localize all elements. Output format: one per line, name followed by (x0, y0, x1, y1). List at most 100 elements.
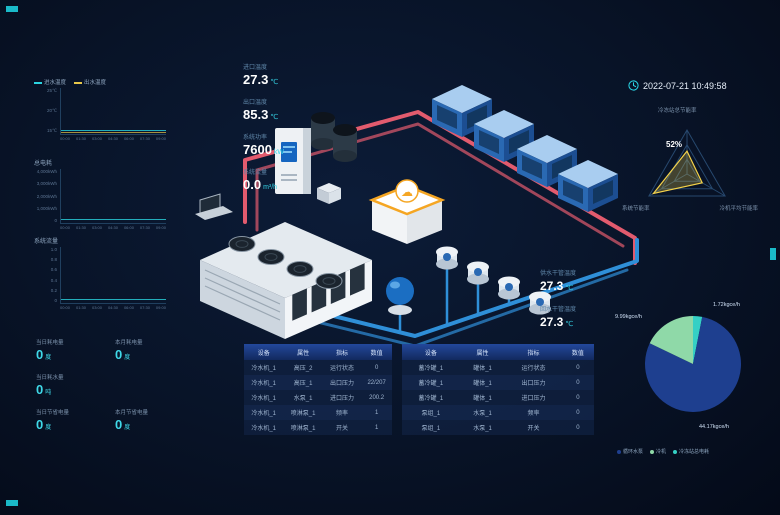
column-header: 属性 (283, 344, 323, 360)
metric-outlet-temperature: 出口温度 85.3℃ (243, 100, 279, 122)
pie-label-chiller: 9.99kgce/h (615, 314, 642, 320)
legend-label: 进水温度 (44, 80, 67, 86)
chart-title: 总电耗 (34, 161, 53, 167)
chilled-water-pipe (291, 238, 639, 338)
radar-axis-label-top: 冷冻站总节能率 (658, 108, 697, 114)
metric-supply-duct-temperature: 供水干管温度 27.3℃ (540, 271, 577, 293)
tick-label: 1,000kWh (36, 205, 57, 211)
energy-saving-radar: 冷冻站总节能率 52% 冷机平均节能率 系统节能率 (622, 106, 758, 246)
stat-spacer (115, 373, 186, 396)
corner-marker-bottom-left (6, 500, 18, 506)
tick-label: 0 (54, 218, 57, 223)
timestamp: 2022-07-21 10:49:58 (628, 80, 727, 91)
energy-consumption-pie: 9.99kgce/h 1.72kgce/h 44.17kgce/h 循环水泵冷机… (615, 296, 773, 464)
cloud-gateway-cube[interactable]: ☁ (368, 179, 446, 244)
equipment-box[interactable] (317, 183, 341, 204)
legend-dot (650, 449, 655, 454)
legend-dot (673, 449, 678, 454)
laptop-icon[interactable] (195, 193, 233, 220)
tick-label: 20℃ (46, 108, 57, 113)
tick-label: 09:00 (155, 305, 166, 310)
pump-unit-3[interactable] (498, 276, 520, 300)
pie-slice (693, 316, 703, 364)
tick-label: 06:00 (123, 305, 134, 310)
plot-area (60, 247, 166, 304)
radar-value-polygon (651, 149, 704, 195)
tower-vent-bays (292, 263, 365, 321)
tick-label: 00:00 (60, 136, 71, 141)
legend-dot (617, 449, 621, 454)
tick-label: 04:30 (107, 136, 118, 141)
heat-exchanger-units[interactable] (311, 112, 357, 162)
clock-icon (628, 80, 639, 91)
tick-label: 0.4 (50, 277, 57, 283)
cooling-tower[interactable] (200, 222, 372, 339)
tick-label: 09:00 (155, 136, 166, 141)
tick-label: 01:30 (75, 225, 86, 230)
plant-isometric-scene: ☁ (195, 85, 639, 348)
pie-legend-item: 循环水泵 (617, 448, 643, 455)
pie-chart-svg (645, 316, 742, 412)
tick-label: 01:30 (75, 305, 86, 310)
chart-legend: 进水温度 出水温度 (34, 78, 166, 86)
column-header: 属性 (459, 344, 506, 360)
tick-label: 07:30 (139, 136, 150, 141)
timestamp-text: 2022-07-21 10:49:58 (643, 80, 727, 91)
pie-label-total: 1.72kgce/h (713, 302, 740, 308)
pie-legend-item: 冷冻站总电耗 (673, 448, 709, 455)
tick-label: 09:00 (155, 225, 166, 230)
pump-unit-1[interactable] (436, 246, 458, 270)
corner-marker-right (770, 248, 776, 260)
column-header: 指标 (505, 344, 562, 360)
plot-area (60, 169, 166, 224)
tick-label: 0.6 (50, 267, 57, 273)
tick-label: 0.2 (50, 287, 57, 293)
pie-slice (645, 316, 742, 412)
pie-legend-item: 冷机 (650, 448, 666, 455)
legend-swatch-outlet (74, 81, 83, 84)
column-header: 数值 (361, 344, 392, 360)
control-cabinet[interactable] (275, 128, 311, 194)
pie-legend: 循环水泵冷机冷冻站总电耗 (617, 448, 709, 455)
radar-axis-label-left: 系统节能率 (622, 206, 650, 212)
pie-slice (649, 316, 693, 364)
tick-label: 3,000kWh (36, 181, 57, 187)
tick-label: 01:30 (75, 136, 86, 141)
column-header: 数值 (561, 344, 594, 360)
legend-label: 出水温度 (84, 80, 107, 86)
tick-label: 06:00 (123, 136, 134, 141)
tick-label: 4,000kWh (36, 169, 57, 174)
tick-label: 03:00 (91, 225, 102, 230)
column-header: 指标 (322, 344, 362, 360)
tower-fans (228, 236, 343, 289)
tower-slats (204, 269, 281, 321)
corner-marker-top-left (6, 6, 18, 12)
column-header: 设备 (244, 344, 284, 360)
tick-label: 15℃ (46, 128, 57, 133)
tick-label: 00:00 (60, 225, 71, 230)
expansion-tank[interactable] (386, 277, 414, 315)
pump-unit-2[interactable] (467, 261, 489, 285)
tick-label: 03:00 (91, 136, 102, 141)
cloud-icon: ☁ (401, 185, 413, 199)
